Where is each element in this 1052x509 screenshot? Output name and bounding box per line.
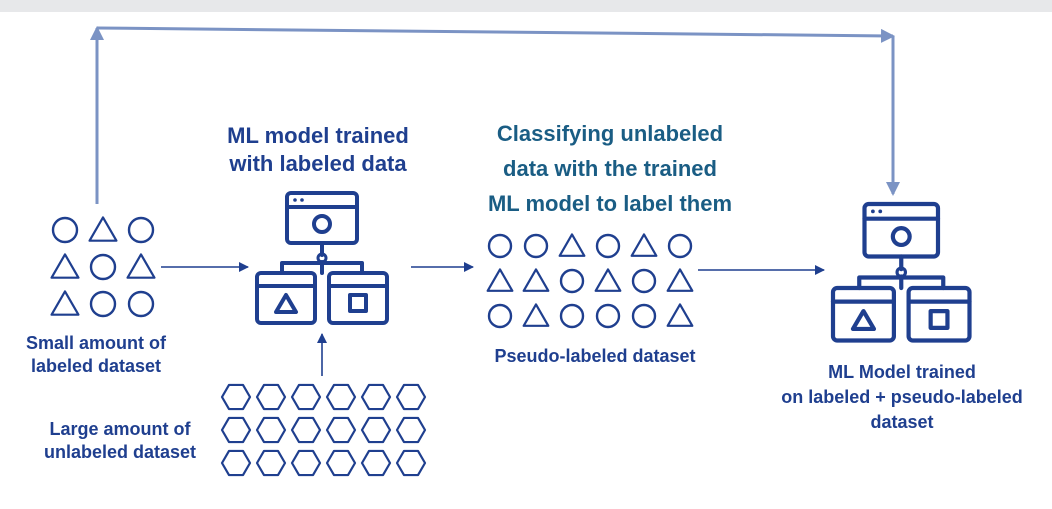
circle-icon — [487, 303, 513, 329]
circle-icon — [631, 268, 657, 294]
hexagon-icon — [360, 383, 392, 411]
circle-icon — [127, 290, 155, 318]
large-unlabeled-dataset-label: Large amount of unlabeled dataset — [43, 419, 197, 462]
hexagon-icon — [325, 383, 357, 411]
circle-icon — [595, 233, 621, 259]
triangle-icon — [522, 268, 550, 292]
triangle-icon — [522, 303, 550, 327]
triangle-icon — [50, 290, 80, 316]
hexagon-icon — [220, 416, 252, 444]
hexagon-icon — [290, 416, 322, 444]
triangle-icon — [666, 268, 694, 292]
classifying-step-label: Classifying unlabeled data with the trai… — [487, 121, 733, 217]
small-labeled-dataset-label: Small amount of labeled dataset — [25, 333, 166, 376]
circle-icon — [89, 290, 117, 318]
hexagon-icon — [395, 383, 427, 411]
triangle-icon — [126, 253, 156, 279]
triangle-icon — [486, 268, 514, 292]
circle-icon — [127, 216, 155, 244]
circle-icon — [487, 233, 513, 259]
hexagon-icon — [290, 449, 322, 477]
circle-icon — [51, 216, 79, 244]
hexagon-icon — [255, 449, 287, 477]
triangle-icon — [50, 253, 80, 279]
triangle-icon — [88, 216, 118, 242]
pseudo-labeled-dataset-label: Pseudo-labeled dataset — [494, 346, 696, 366]
final-model-label: ML Model trained on labeled + pseudo-lab… — [781, 362, 1023, 433]
circle-icon — [595, 303, 621, 329]
triangle-icon — [666, 303, 694, 327]
circle-icon — [559, 303, 585, 329]
triangle-icon — [630, 233, 658, 257]
hexagon-icon — [395, 416, 427, 444]
triangle-icon — [594, 268, 622, 292]
ml-model-icon — [255, 191, 389, 325]
circle-icon — [667, 233, 693, 259]
circle-icon — [631, 303, 657, 329]
hexagon-icon — [325, 416, 357, 444]
hexagon-icon — [255, 383, 287, 411]
circle-icon — [89, 253, 117, 281]
hexagon-icon — [220, 449, 252, 477]
triangle-icon — [558, 233, 586, 257]
hexagon-icon — [395, 449, 427, 477]
hexagon-icon — [255, 416, 287, 444]
hexagon-icon — [360, 416, 392, 444]
top-bar — [0, 0, 1052, 12]
hexagon-icon — [325, 449, 357, 477]
circle-icon — [523, 233, 549, 259]
hexagon-icon — [360, 449, 392, 477]
model-trained-label: ML model trained with labeled data — [227, 123, 409, 176]
top-connector-arrow — [96, 26, 895, 43]
hexagon-icon — [220, 383, 252, 411]
ml-model-icon — [830, 201, 972, 343]
hexagon-icon — [290, 383, 322, 411]
circle-icon — [559, 268, 585, 294]
